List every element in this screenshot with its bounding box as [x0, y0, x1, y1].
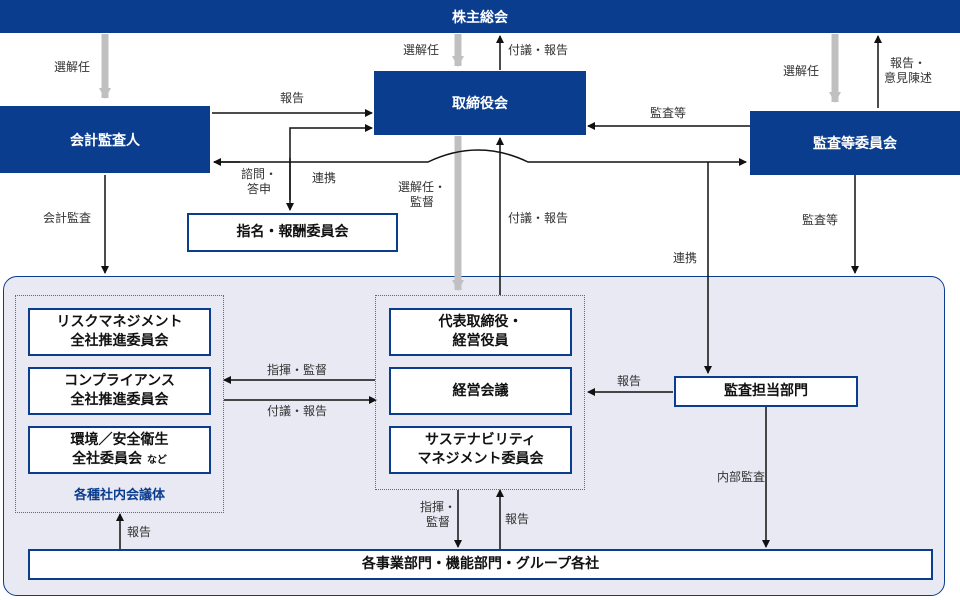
risk-committee-box: リスクマネジメント 全社推進委員会	[28, 308, 211, 356]
cooperation-left-label: 連携	[312, 171, 337, 185]
audit-etc-right-label: 監査等	[802, 213, 839, 227]
report-opinion-line1: 報告・	[890, 56, 927, 70]
direct-supervise-label: 指揮・監督	[267, 363, 328, 377]
shareholders-meeting-box: 株主総会	[0, 0, 960, 33]
compliance-committee-line2: 全社推進委員会	[70, 392, 169, 408]
elect-right-label: 選解任	[783, 64, 820, 78]
sustainability-committee-line2: マネジメント委員会	[417, 451, 544, 467]
elect-supervise-line1: 選解任・	[398, 180, 447, 194]
elect-center-label: 選解任	[403, 43, 440, 57]
internal-bodies-caption: 各種社内会議体	[73, 488, 165, 503]
accounting-auditor-box: 会計監査人	[0, 106, 210, 173]
compliance-committee-box: コンプライアンス 全社推進委員会	[28, 367, 211, 415]
audit-etc-top-label: 監査等	[650, 106, 687, 120]
direct-down-line2: 監督	[426, 515, 451, 529]
environment-committee-suffix: など	[146, 454, 167, 466]
accounting-audit-label: 会計監査	[43, 211, 92, 225]
internal-bodies-group	[15, 295, 224, 513]
consult-label: 諮問・ 答申	[241, 167, 277, 197]
elect-left-label: 選解任	[54, 60, 91, 74]
management-meeting-box: 経営会議	[389, 367, 572, 415]
consult-line2: 答申	[247, 182, 272, 196]
report-opinion-line2: 意見陳述	[884, 71, 933, 85]
elect-supervise-line2: 監督	[410, 195, 435, 209]
auditor-report-label: 報告	[280, 91, 305, 105]
business-units-box: 各事業部門・機能部門・グループ各社	[28, 549, 933, 580]
management-group	[375, 295, 585, 490]
sustainability-committee-line1: サステナビリティ	[425, 432, 536, 448]
compliance-committee-line1: コンプライアンス	[64, 373, 175, 389]
risk-committee-line1: リスクマネジメント	[56, 314, 183, 330]
environment-committee-line2: 全社委員会	[72, 450, 143, 467]
audit-dept-report-label: 報告	[617, 374, 642, 388]
risk-committee-line2: 全社推進委員会	[70, 333, 169, 349]
environment-committee-box: 環境／安全衛生 全社委員会 など	[28, 426, 211, 474]
proposal-report-left-label: 付議・報告	[267, 404, 328, 418]
internal-audit-department-box: 監査担当部門	[674, 376, 858, 407]
report-to-shareholders-label: 付議・報告	[508, 43, 569, 57]
representative-director-line1: 代表取締役・	[438, 314, 523, 330]
representative-director-line2: 経営役員	[452, 333, 509, 349]
internal-audit-label: 内部監査	[717, 470, 766, 484]
direct-down-label: 指揮・ 監督	[420, 500, 456, 530]
nomination-remuneration-committee-box: 指名・報酬委員会	[187, 213, 398, 252]
units-report-label: 報告	[127, 525, 152, 539]
environment-committee-line2-wrap: 全社委員会 など	[72, 450, 167, 470]
proposal-report-center-label: 付議・報告	[508, 211, 569, 225]
board-of-directors-box: 取締役会	[374, 71, 586, 135]
elect-supervise-label: 選解任・ 監督	[398, 180, 446, 210]
direct-down-line1: 指揮・	[420, 500, 457, 514]
business-report-label: 報告	[505, 512, 530, 526]
audit-committee-box: 監査等委員会	[750, 111, 960, 175]
cooperation-right-label: 連携	[673, 251, 698, 265]
cooperation-line	[214, 149, 747, 166]
consult-line1: 諮問・	[241, 167, 278, 181]
report-opinion-label: 報告・ 意見陳述	[884, 56, 932, 86]
sustainability-committee-box: サステナビリティ マネジメント委員会	[389, 426, 572, 474]
environment-committee-line1: 環境／安全衛生	[70, 431, 169, 448]
consult-arrow-up	[289, 124, 373, 200]
representative-director-box: 代表取締役・ 経営役員	[389, 308, 572, 356]
